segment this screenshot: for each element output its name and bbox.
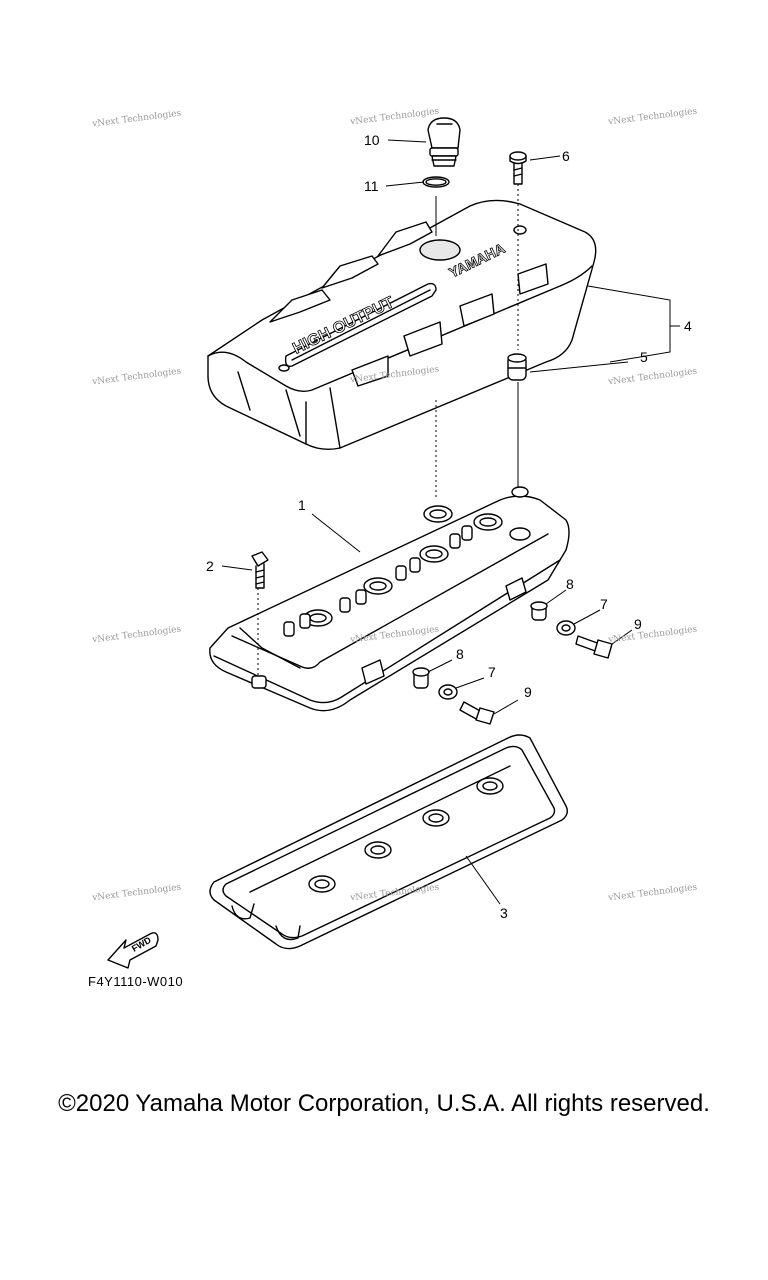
callout-9b: 9 (524, 684, 532, 700)
leader-9a (611, 629, 633, 645)
copyright-notice: ©2020 Yamaha Motor Corporation, U.S.A. A… (58, 1090, 710, 1117)
leader-1 (311, 513, 361, 553)
cover-screw (509, 151, 527, 185)
callout-7b: 7 (488, 664, 496, 680)
callout-5: 5 (640, 349, 648, 365)
callout-8b: 8 (456, 646, 464, 662)
callout-9a: 9 (634, 616, 642, 632)
head-cover-gasket (209, 734, 569, 950)
leader-7a (573, 609, 601, 625)
callout-6: 6 (562, 148, 570, 164)
leader-8b (427, 659, 453, 673)
callout-1: 1 (298, 497, 306, 513)
callout-11: 11 (364, 178, 379, 194)
cylinder-head-cover (207, 199, 597, 451)
leader-5 (529, 361, 629, 373)
callout-3: 3 (500, 905, 508, 921)
fwd-arrow-icon (107, 932, 159, 969)
leader-4 (587, 285, 671, 363)
leader-10 (387, 139, 427, 143)
leader-8a (545, 589, 567, 605)
fastener-set-left (412, 667, 495, 725)
leader-9b (493, 699, 519, 715)
cylinder-head-base (209, 486, 570, 712)
oil-filler-cap (427, 117, 461, 167)
callout-4: 4 (684, 318, 692, 334)
fastener-set-right (530, 601, 613, 659)
diagram-code: F4Y1110-W010 (88, 974, 184, 989)
bolt-2 (251, 551, 269, 589)
leader-6 (529, 155, 561, 161)
callout-2: 2 (206, 558, 214, 574)
callout-10: 10 (364, 132, 380, 148)
grommet (507, 353, 527, 381)
leader-3 (465, 855, 501, 905)
callout-8a: 8 (566, 576, 574, 592)
leader-7b (455, 677, 485, 689)
leader-2 (221, 565, 253, 571)
callout-7a: 7 (600, 596, 608, 612)
leader-11 (385, 181, 425, 187)
